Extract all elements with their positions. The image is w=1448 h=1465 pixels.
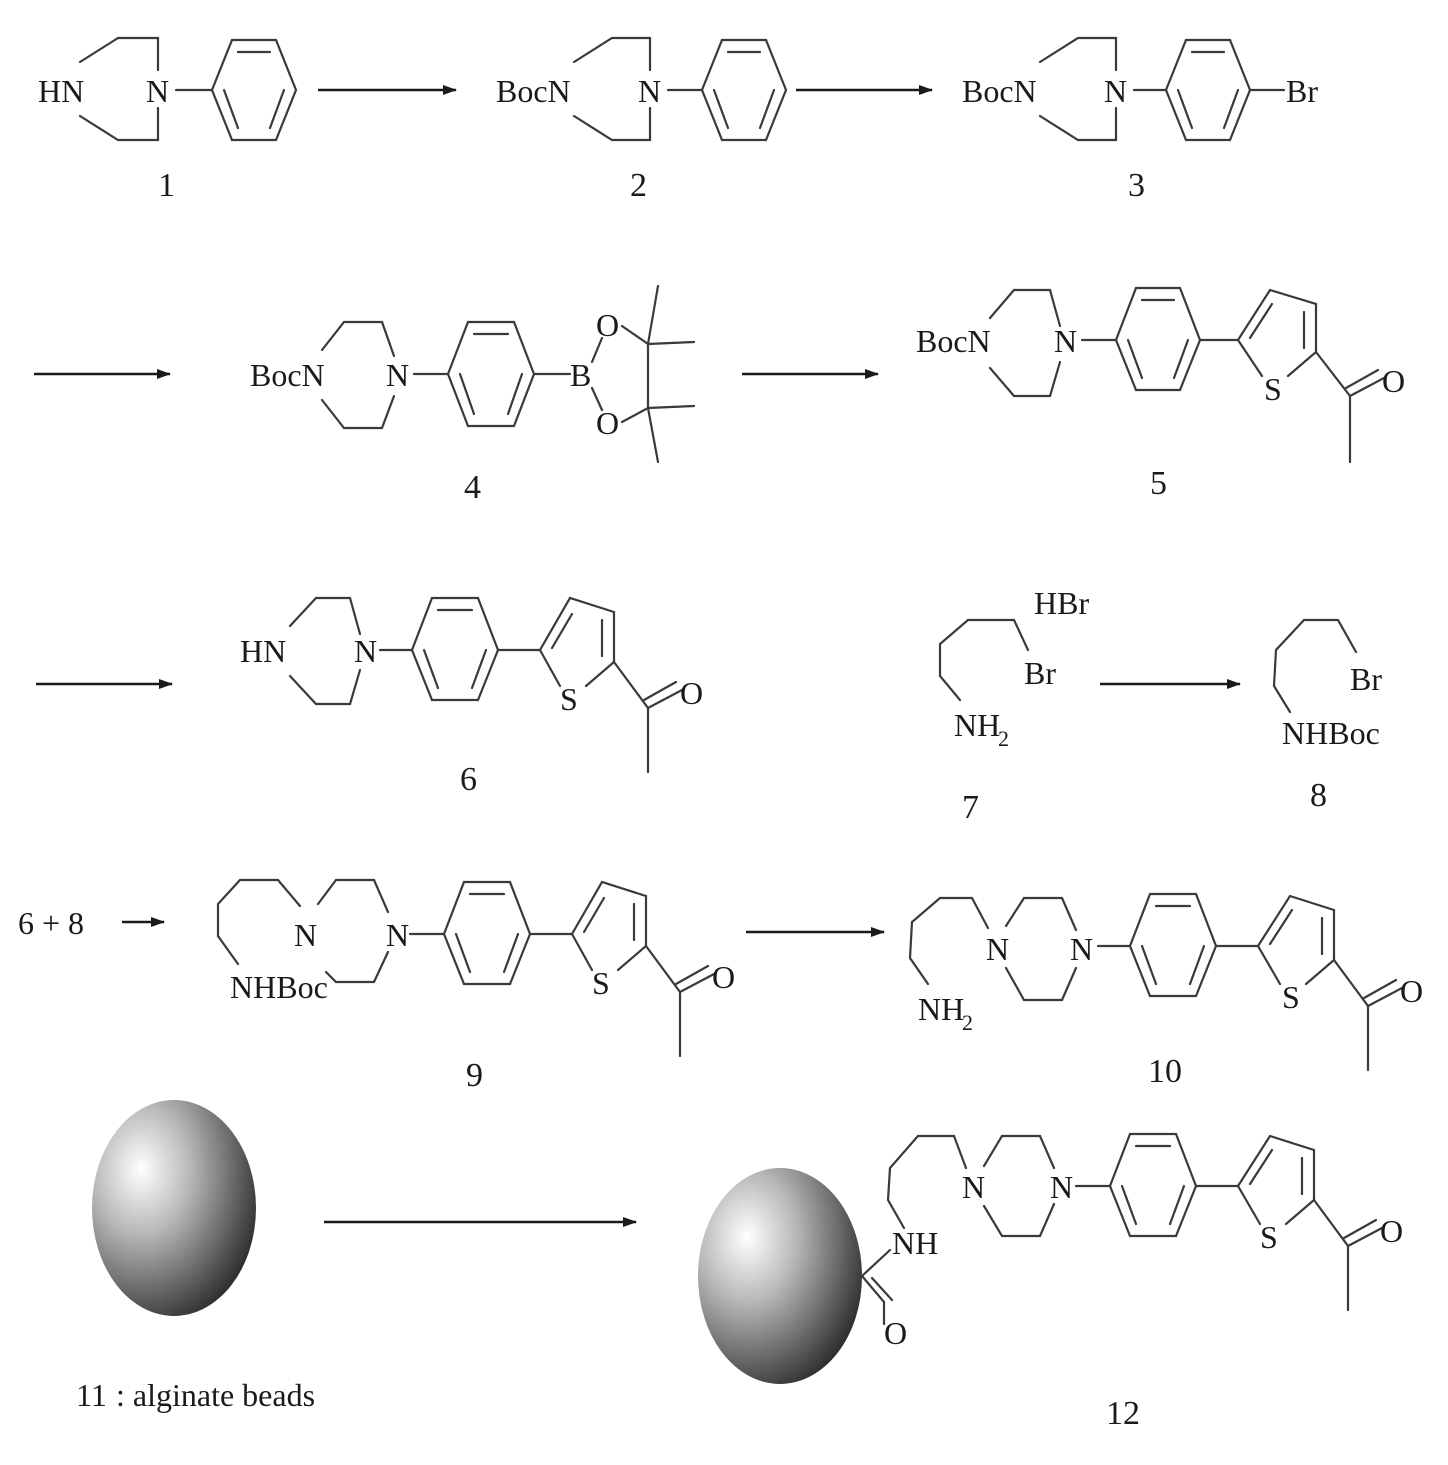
compound-6-structure: HN N S O: [240, 596, 703, 774]
atom-label-bocn: BocN: [250, 357, 325, 393]
atom-label-bocn: BocN: [962, 73, 1037, 109]
atom-label-s: S: [560, 681, 578, 717]
atom-label-s: S: [592, 965, 610, 1001]
atom-label-n: N: [1070, 931, 1093, 967]
compound-1-structure: HN N: [38, 36, 298, 142]
atom-label-hn: HN: [240, 633, 286, 669]
atom-label-n: N: [354, 633, 377, 669]
atom-label-hn: HN: [38, 73, 84, 109]
compound-8-structure: Br NHBoc: [1272, 618, 1382, 751]
atom-label-n: N: [962, 1169, 985, 1205]
atom-label-nhboc: NHBoc: [1282, 715, 1380, 751]
atom-label-nh2: NH: [918, 991, 964, 1027]
compound-number-8: 8: [1310, 777, 1327, 814]
compound-9-structure: N N NHBoc S O: [216, 878, 735, 1058]
compound-4-structure: BocN N B O O: [250, 284, 696, 464]
compound-number-10: 10: [1148, 1053, 1182, 1090]
compound-3-structure: BocN N Br: [962, 36, 1318, 142]
compound-number-1: 1: [158, 167, 175, 204]
compound-number-3: 3: [1128, 167, 1145, 204]
compound-12-structure: NH O N N S O: [698, 1132, 1403, 1384]
compound-7-structure: HBr Br NH 2: [938, 585, 1089, 751]
atom-label-o: O: [680, 675, 703, 711]
atom-label-o: O: [1400, 973, 1423, 1009]
atom-label-o: O: [596, 405, 619, 441]
compound-10-structure: N N NH 2 S O: [908, 892, 1423, 1072]
atom-label-hbr: HBr: [1034, 585, 1089, 621]
atom-label-o: O: [1380, 1213, 1403, 1249]
atom-label-br: Br: [1350, 661, 1382, 697]
atom-label-bocn: BocN: [496, 73, 571, 109]
compound-5-structure: BocN N S O: [916, 286, 1405, 464]
atom-label-b: B: [570, 357, 591, 393]
atom-label-br: Br: [1024, 655, 1056, 691]
compound-number-9: 9: [466, 1057, 483, 1094]
atom-label-n: N: [1050, 1169, 1073, 1205]
compound-2-structure: BocN N: [496, 36, 788, 142]
atom-label-nh: NH: [892, 1225, 938, 1261]
atom-label-n: N: [146, 73, 169, 109]
atom-label-n: N: [1104, 73, 1127, 109]
atom-label-n: N: [986, 931, 1009, 967]
alginate-bead: [698, 1168, 862, 1384]
compound-number-12: 12: [1106, 1395, 1140, 1432]
atom-subscript-2: 2: [962, 1010, 973, 1035]
compound-number-2: 2: [630, 167, 647, 204]
atom-label-n: N: [638, 73, 661, 109]
atom-label-n: N: [386, 357, 409, 393]
atom-label-o: O: [884, 1315, 907, 1351]
beads-label: : alginate beads: [116, 1377, 315, 1413]
compound-number-11: 11: [76, 1377, 107, 1413]
atom-label-n: N: [1054, 323, 1077, 359]
atom-label-o: O: [596, 307, 619, 343]
compound-number-4: 4: [464, 469, 481, 506]
compound-number-6: 6: [460, 761, 477, 798]
atom-label-bocn: BocN: [916, 323, 991, 359]
atom-label-br: Br: [1286, 73, 1318, 109]
atom-label-o: O: [712, 959, 735, 995]
atom-label-s: S: [1260, 1219, 1278, 1255]
atom-subscript-2: 2: [998, 726, 1009, 751]
atom-label-n: N: [294, 917, 317, 953]
compound-number-5: 5: [1150, 465, 1167, 502]
atom-label-n: N: [386, 917, 409, 953]
atom-label-nh2: NH: [954, 707, 1000, 743]
atom-label-o: O: [1382, 363, 1405, 399]
atom-label-s: S: [1282, 979, 1300, 1015]
atom-label-s: S: [1264, 371, 1282, 407]
reaction-label: 6 + 8: [18, 905, 84, 941]
compound-number-7: 7: [962, 789, 979, 826]
alginate-bead: [92, 1100, 256, 1316]
atom-label-nhboc: NHBoc: [230, 969, 328, 1005]
